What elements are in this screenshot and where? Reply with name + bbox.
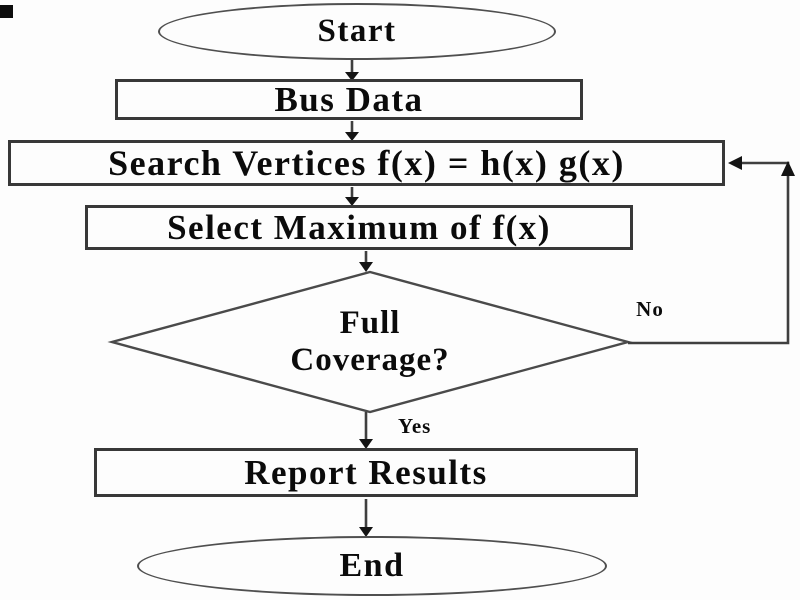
node-select-maximum-label: Select Maximum of f(x) bbox=[167, 207, 551, 247]
node-search-vertices-label: Search Vertices f(x) = h(x) g(x) bbox=[108, 143, 625, 183]
corner-artifact-mark bbox=[0, 5, 13, 18]
node-report-results: Report Results bbox=[94, 448, 638, 497]
node-search-vertices: Search Vertices f(x) = h(x) g(x) bbox=[8, 140, 725, 186]
node-bus-data: Bus Data bbox=[115, 79, 583, 120]
node-end-label: End bbox=[339, 547, 405, 584]
arrowhead-down-icon bbox=[359, 527, 373, 537]
node-report-results-label: Report Results bbox=[244, 452, 488, 492]
decision-diamond-shape bbox=[107, 270, 633, 414]
node-end: End bbox=[137, 536, 607, 596]
arrowhead-up-icon bbox=[781, 161, 795, 176]
arrowhead-down-icon bbox=[345, 197, 359, 206]
edge-label-no: No bbox=[636, 297, 664, 321]
arrowhead-down-icon bbox=[359, 439, 373, 449]
node-full-coverage-line2: Coverage? bbox=[290, 342, 450, 378]
edge-decision-search-no bbox=[628, 161, 790, 345]
node-bus-data-label: Bus Data bbox=[274, 79, 424, 119]
node-start-label: Start bbox=[317, 13, 397, 49]
arrowhead-left-icon bbox=[728, 156, 742, 170]
node-start: Start bbox=[158, 3, 556, 60]
edge-label-yes: Yes bbox=[398, 414, 432, 438]
arrowhead-down-icon bbox=[359, 262, 373, 272]
node-select-maximum: Select Maximum of f(x) bbox=[85, 205, 633, 250]
node-full-coverage-line1: Full bbox=[339, 305, 401, 342]
node-full-coverage: Full Coverage? bbox=[250, 300, 490, 384]
arrowhead-down-icon bbox=[345, 72, 359, 81]
arrowhead-down-icon bbox=[345, 132, 359, 141]
